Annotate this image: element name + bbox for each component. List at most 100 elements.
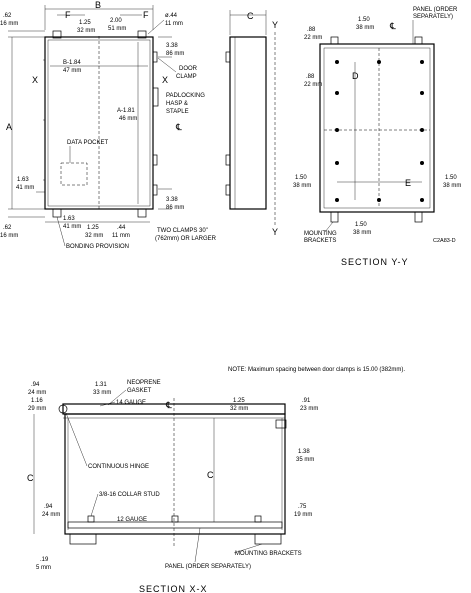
spacing-note: NOTE: Maximum spacing between door clamp… [228,367,405,373]
svg-text:51 mm: 51 mm [108,26,126,32]
svg-text:1.25: 1.25 [79,20,91,26]
svg-text:32 mm: 32 mm [85,233,103,239]
dim-C-left: C [27,473,34,483]
section-mark-Y-top: Y [272,20,278,30]
svg-text:℄: ℄ [175,122,182,132]
dim-F-right: F [143,10,149,20]
svg-text:BRACKETS: BRACKETS [304,238,336,244]
svg-text:.94: .94 [44,504,53,510]
svg-text:PADLOCKING: PADLOCKING [166,93,205,99]
svg-text:.44: .44 [117,225,126,231]
svg-text:46 mm: 46 mm [119,116,137,122]
svg-text:19 mm: 19 mm [294,512,312,518]
svg-text:SEPARATELY): SEPARATELY) [413,14,453,20]
section-yy-outline [319,43,435,213]
svg-text:1.50: 1.50 [355,222,367,228]
svg-text:29 mm: 29 mm [28,406,46,412]
svg-text:32 mm: 32 mm [77,28,95,34]
section-xx-view: .94 24 mm 1.16 29 mm 1.31 33 mm NEOPRENE… [27,380,318,593]
svg-text:PANEL (ORDER SEPARATELY): PANEL (ORDER SEPARATELY) [165,564,251,570]
svg-text:MOUNTING: MOUNTING [304,231,337,237]
svg-text:CLAMP: CLAMP [176,74,197,80]
svg-text:DATA POCKET: DATA POCKET [67,140,108,146]
svg-text:(762mm) OR LARGER: (762mm) OR LARGER [155,236,217,242]
data-pocket [60,162,88,186]
svg-text:41 mm: 41 mm [16,185,34,191]
svg-text:16 mm: 16 mm [0,233,18,239]
svg-text:1.25: 1.25 [233,398,245,404]
svg-text:1.63: 1.63 [17,177,29,183]
svg-text:NEOPRENE: NEOPRENE [127,380,161,386]
svg-text:1.31: 1.31 [95,382,107,388]
svg-text:.94: .94 [31,382,40,388]
svg-text:86 mm: 86 mm [166,51,184,57]
svg-text:3/8-16 COLLAR STUD: 3/8-16 COLLAR STUD [99,492,160,498]
svg-text:33 mm: 33 mm [93,390,111,396]
svg-text:38 mm: 38 mm [356,25,374,31]
section-xx-body [64,413,286,535]
continuous-hinge [58,404,68,414]
svg-text:2.00: 2.00 [110,18,122,24]
section-mark-X-right: X [162,75,168,85]
dim-B: B [95,0,101,10]
svg-text:3.38: 3.38 [166,43,178,49]
svg-text:1.50: 1.50 [295,175,307,181]
svg-text:CONTINUOUS HINGE: CONTINUOUS HINGE [88,464,149,470]
svg-text:23 mm: 23 mm [300,406,318,412]
svg-text:1.16: 1.16 [31,398,43,404]
svg-text:GASKET: GASKET [127,388,152,394]
padlocking-hasp [152,87,159,107]
svg-text:1.25: 1.25 [87,225,99,231]
svg-text:16 mm: 16 mm [0,21,18,27]
svg-text:38 mm: 38 mm [353,230,371,236]
svg-text:DOOR: DOOR [179,66,198,72]
mounting-bracket-left [69,533,97,545]
svg-text:PANEL (ORDER: PANEL (ORDER [413,7,458,13]
svg-text:.91: .91 [302,398,311,404]
svg-text:11 mm: 11 mm [165,21,183,27]
svg-text:22 mm: 22 mm [304,82,322,88]
svg-text:.88: .88 [307,27,316,33]
svg-text:A-1.81: A-1.81 [117,108,135,114]
mounting-bracket-right [254,533,282,545]
svg-text:3.38: 3.38 [166,197,178,203]
mounting-holes [335,60,424,202]
svg-text:HASP &: HASP & [166,101,188,107]
dim-E: E [405,178,411,188]
svg-text:14 GAUGE: 14 GAUGE [116,400,146,406]
section-mark-X-left: X [32,75,38,85]
svg-text:86 mm: 86 mm [166,205,184,211]
svg-text:.19: .19 [40,557,49,563]
svg-text:STAPLE: STAPLE [166,109,189,115]
svg-text:1.38: 1.38 [298,449,310,455]
side-view: C Y Y [225,10,278,237]
svg-text:38 mm: 38 mm [293,183,311,189]
dim-D: D [352,71,359,81]
svg-text:1.50: 1.50 [445,175,457,181]
svg-text:1.50: 1.50 [358,17,370,23]
svg-text:24 mm: 24 mm [28,390,46,396]
svg-text:MOUNTING BRACKETS: MOUNTING BRACKETS [235,551,302,557]
dim-A: A [6,122,12,132]
svg-text:24 mm: 24 mm [42,512,60,518]
front-view: B F F .62 16 mm 1.25 32 mm 2.00 51 mm ø.… [0,0,217,250]
svg-text:℄: ℄ [389,21,396,31]
svg-text:12 GAUGE: 12 GAUGE [117,517,147,523]
svg-text:5 mm: 5 mm [36,565,51,571]
svg-text:32 mm: 32 mm [230,406,248,412]
section-mark-Y-bottom: Y [272,227,278,237]
svg-text:.88: .88 [306,74,315,80]
svg-text:.75: .75 [298,504,307,510]
door-clamp-top [152,51,158,63]
svg-text:11 mm: 11 mm [112,233,130,239]
svg-text:22 mm: 22 mm [304,35,322,41]
svg-text:41 mm: 41 mm [63,224,81,230]
svg-text:38 mm: 38 mm [443,183,461,189]
svg-text:35 mm: 35 mm [296,457,314,463]
svg-text:.62: .62 [3,225,12,231]
door-clamp-bottom [152,184,158,196]
svg-text:BONDING PROVISION: BONDING PROVISION [66,244,129,250]
svg-text:TWO CLAMPS 30": TWO CLAMPS 30" [157,228,208,234]
drawing-code: C2A83-D [433,238,456,244]
svg-text:47 mm: 47 mm [63,68,81,74]
